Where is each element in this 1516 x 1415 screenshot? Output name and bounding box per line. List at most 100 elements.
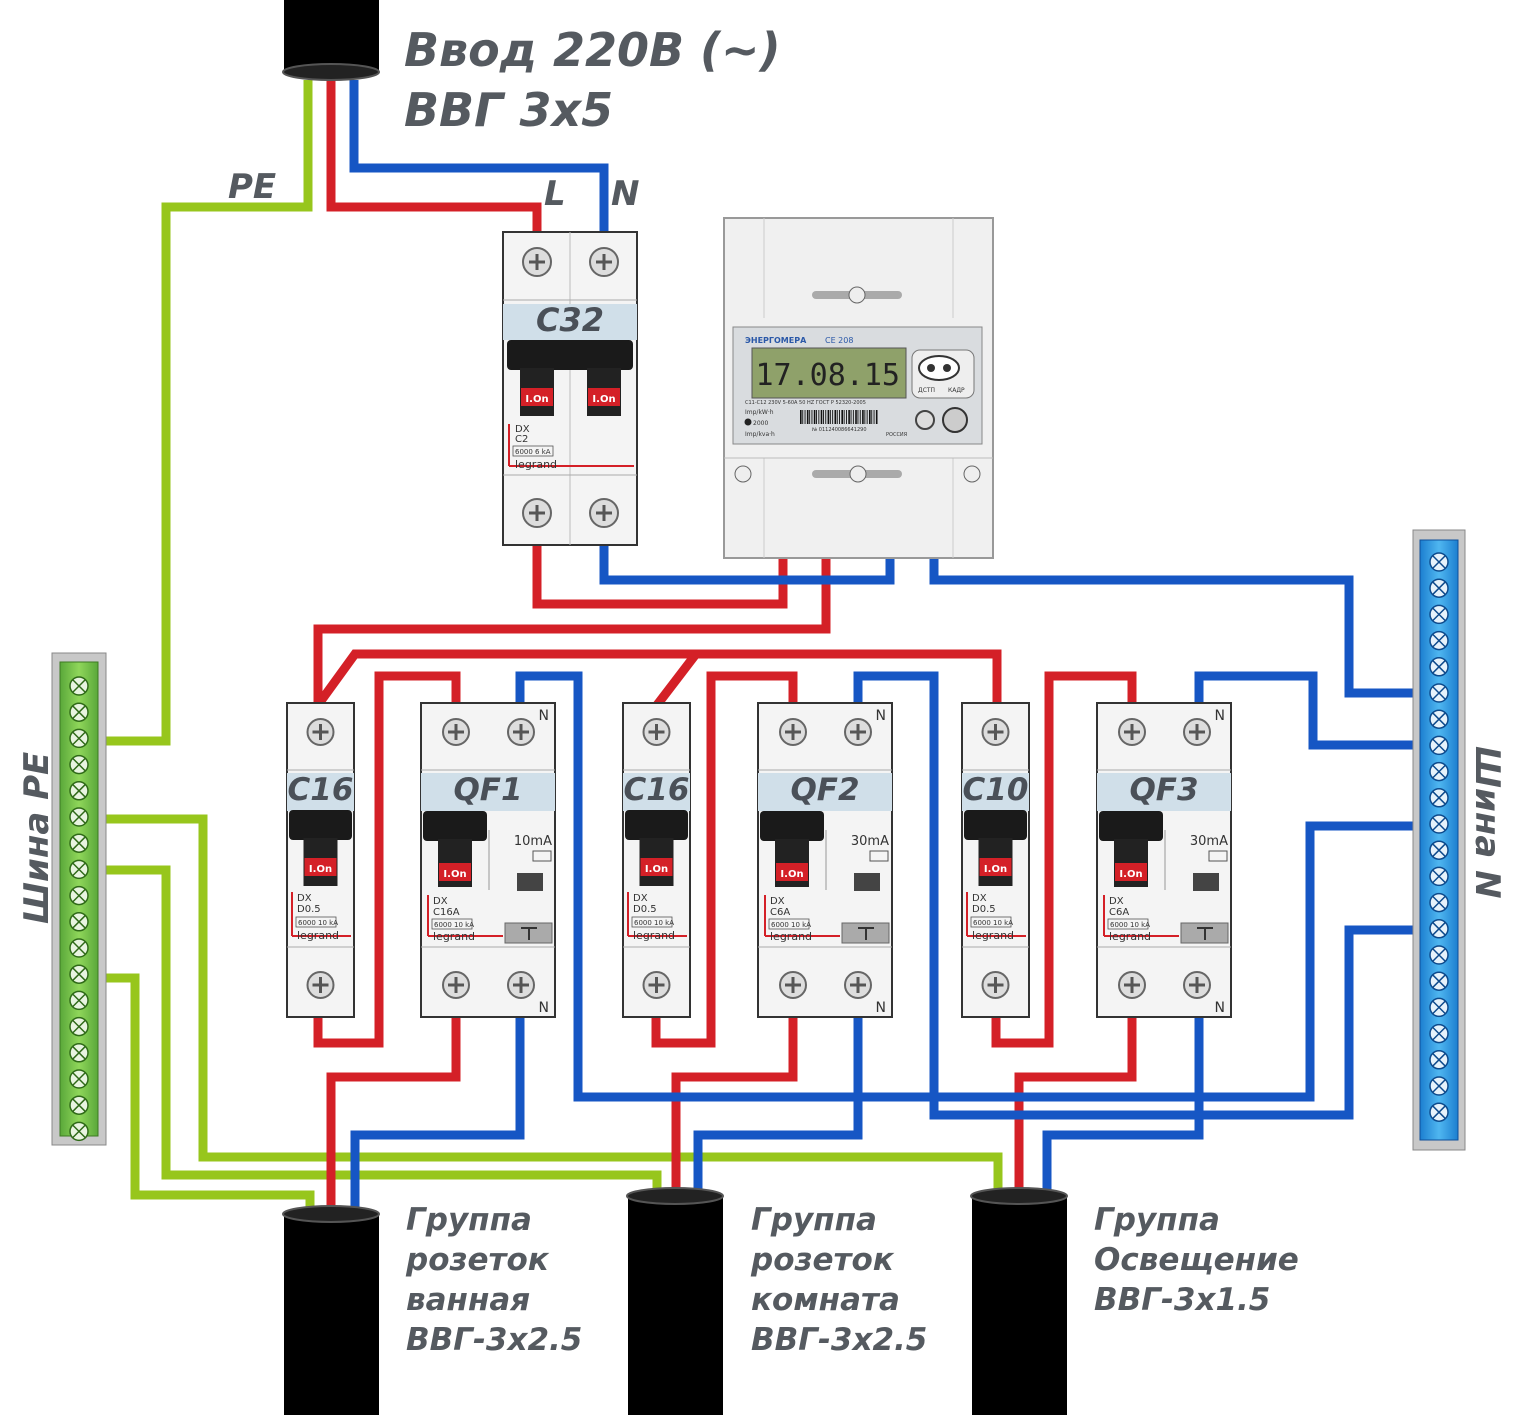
rating-text: C16A [433, 907, 460, 918]
rcd-label: QF1 [453, 772, 522, 808]
breaker-label: C10 [963, 772, 1029, 808]
meter-imp1: Imp/kW·h [745, 409, 774, 416]
brand-text: legrand [515, 458, 557, 471]
pe-bus-terminals [69, 676, 89, 1142]
input-cable [282, 0, 380, 81]
svg-text:комната: комната [751, 1282, 900, 1318]
screw-icon [779, 971, 807, 999]
neutral-mark-top: N [876, 708, 886, 724]
meter-button1: ДСТП [918, 387, 935, 394]
pe-wire-label: PE [228, 167, 276, 207]
main-breaker-label: C32 [536, 301, 604, 339]
n-bus [1412, 529, 1466, 1151]
neutral-mark-bottom: N [539, 1000, 549, 1016]
capacity-text: 6000 10 kA [1110, 921, 1150, 929]
indicator-label: I.On [309, 864, 332, 875]
indicator-label: I.On [443, 869, 466, 880]
screw-icon [522, 247, 552, 277]
test-window [854, 873, 880, 891]
svg-text:ванная: ванная [406, 1282, 530, 1318]
svg-text:Группа: Группа [406, 1202, 532, 1238]
rcd-sensitivity: 30mA [851, 834, 889, 849]
svg-text:ВВГ-3х2.5: ВВГ-3х2.5 [406, 1322, 582, 1358]
rating-text: C6A [770, 907, 790, 918]
neutral-wires [349, 80, 1418, 1210]
rcd-sensitivity: 30mA [1190, 834, 1228, 849]
meter-brand: ЭНЕРГОМЕРА [745, 336, 807, 345]
breaker-label: C16 [288, 772, 354, 808]
screw-icon [642, 971, 671, 999]
screw-icon [442, 718, 470, 746]
breaker-lever[interactable] [1099, 811, 1163, 841]
svg-text:розеток: розеток [405, 1242, 550, 1278]
meter-barcode [800, 410, 878, 424]
capacity-text: 6000 10 kA [298, 919, 338, 927]
indicator-label: I.On [525, 394, 548, 405]
model-text: DX [515, 424, 530, 435]
n-wire-label: N [611, 174, 639, 214]
main-breaker[interactable]: I.On I.On C32 DX C2 6000 6 kA legrand [502, 231, 638, 546]
meter-country: РОССИЯ [886, 432, 907, 438]
meter-rate: 2000 [753, 420, 768, 427]
meter-model: CE 208 [825, 336, 853, 345]
n-bus-label: Шина N [1467, 746, 1507, 899]
meter-serial: № 011240086641290 [812, 427, 867, 433]
model-text: DX [1109, 896, 1124, 907]
svg-text:розеток: розеток [750, 1242, 895, 1278]
input-title: Ввод 220В (~) [404, 23, 781, 77]
capacity-text: 6000 10 kA [973, 919, 1013, 927]
group-label-2: Группа розеток комната ВВГ-3х2.5 [750, 1202, 927, 1358]
screw-icon [306, 971, 335, 999]
capacity-text: 6000 10 kA [634, 919, 674, 927]
rcd-sensitivity: 10mA [514, 834, 552, 849]
screw-icon [1183, 971, 1211, 999]
neutral-mark-bottom: N [1215, 1000, 1225, 1016]
indicator-label: I.On [592, 394, 615, 405]
screw-icon [589, 247, 619, 277]
screw-icon [507, 971, 535, 999]
brand-text: legrand [433, 930, 475, 943]
breaker-lever[interactable] [289, 810, 352, 840]
group-label-3: Группа Освещение ВВГ-3х1.5 [1094, 1202, 1299, 1318]
brand-text: legrand [972, 929, 1014, 942]
pe-wires [104, 80, 1003, 1210]
rating-text: D0.5 [633, 904, 657, 915]
output-cable-2 [626, 1187, 724, 1415]
wiring [104, 80, 1418, 1210]
test-window [517, 873, 543, 891]
model-text: DX [972, 893, 987, 904]
breaker-lever[interactable] [507, 340, 633, 370]
screw-icon [589, 498, 619, 528]
neutral-mark-bottom: N [876, 1000, 886, 1016]
screw-icon [1183, 718, 1211, 746]
energy-meter: ЭНЕРГОМЕРА CE 208 17.08.15 ДСТП КАДР C11… [723, 217, 994, 559]
screw-icon [1118, 718, 1146, 746]
rating-text: D0.5 [972, 904, 996, 915]
phase-wires [313, 80, 1137, 1210]
model-text: DX [770, 896, 785, 907]
screw-icon [779, 718, 807, 746]
rcd-label: QF2 [790, 772, 859, 808]
n-bus-terminals [1429, 552, 1449, 1122]
screw-icon [522, 498, 552, 528]
screw-icon [442, 971, 470, 999]
meter-spec: C11-C12 230V 5-60A 50 HZ ГОСТ Р 52320-20… [745, 400, 866, 406]
breaker-lever[interactable] [964, 810, 1027, 840]
capacity-text: 6000 6 kA [515, 448, 551, 456]
model-text: DX [297, 893, 312, 904]
model-text: DX [433, 896, 448, 907]
breaker-lever[interactable] [760, 811, 824, 841]
screw-icon [1118, 971, 1146, 999]
pe-bus [51, 652, 107, 1146]
breaker-lever[interactable] [625, 810, 688, 840]
svg-text:Освещение: Освещение [1094, 1242, 1299, 1278]
breaker-lever[interactable] [423, 811, 487, 841]
screw-icon [844, 971, 872, 999]
indicator-label: I.On [780, 869, 803, 880]
